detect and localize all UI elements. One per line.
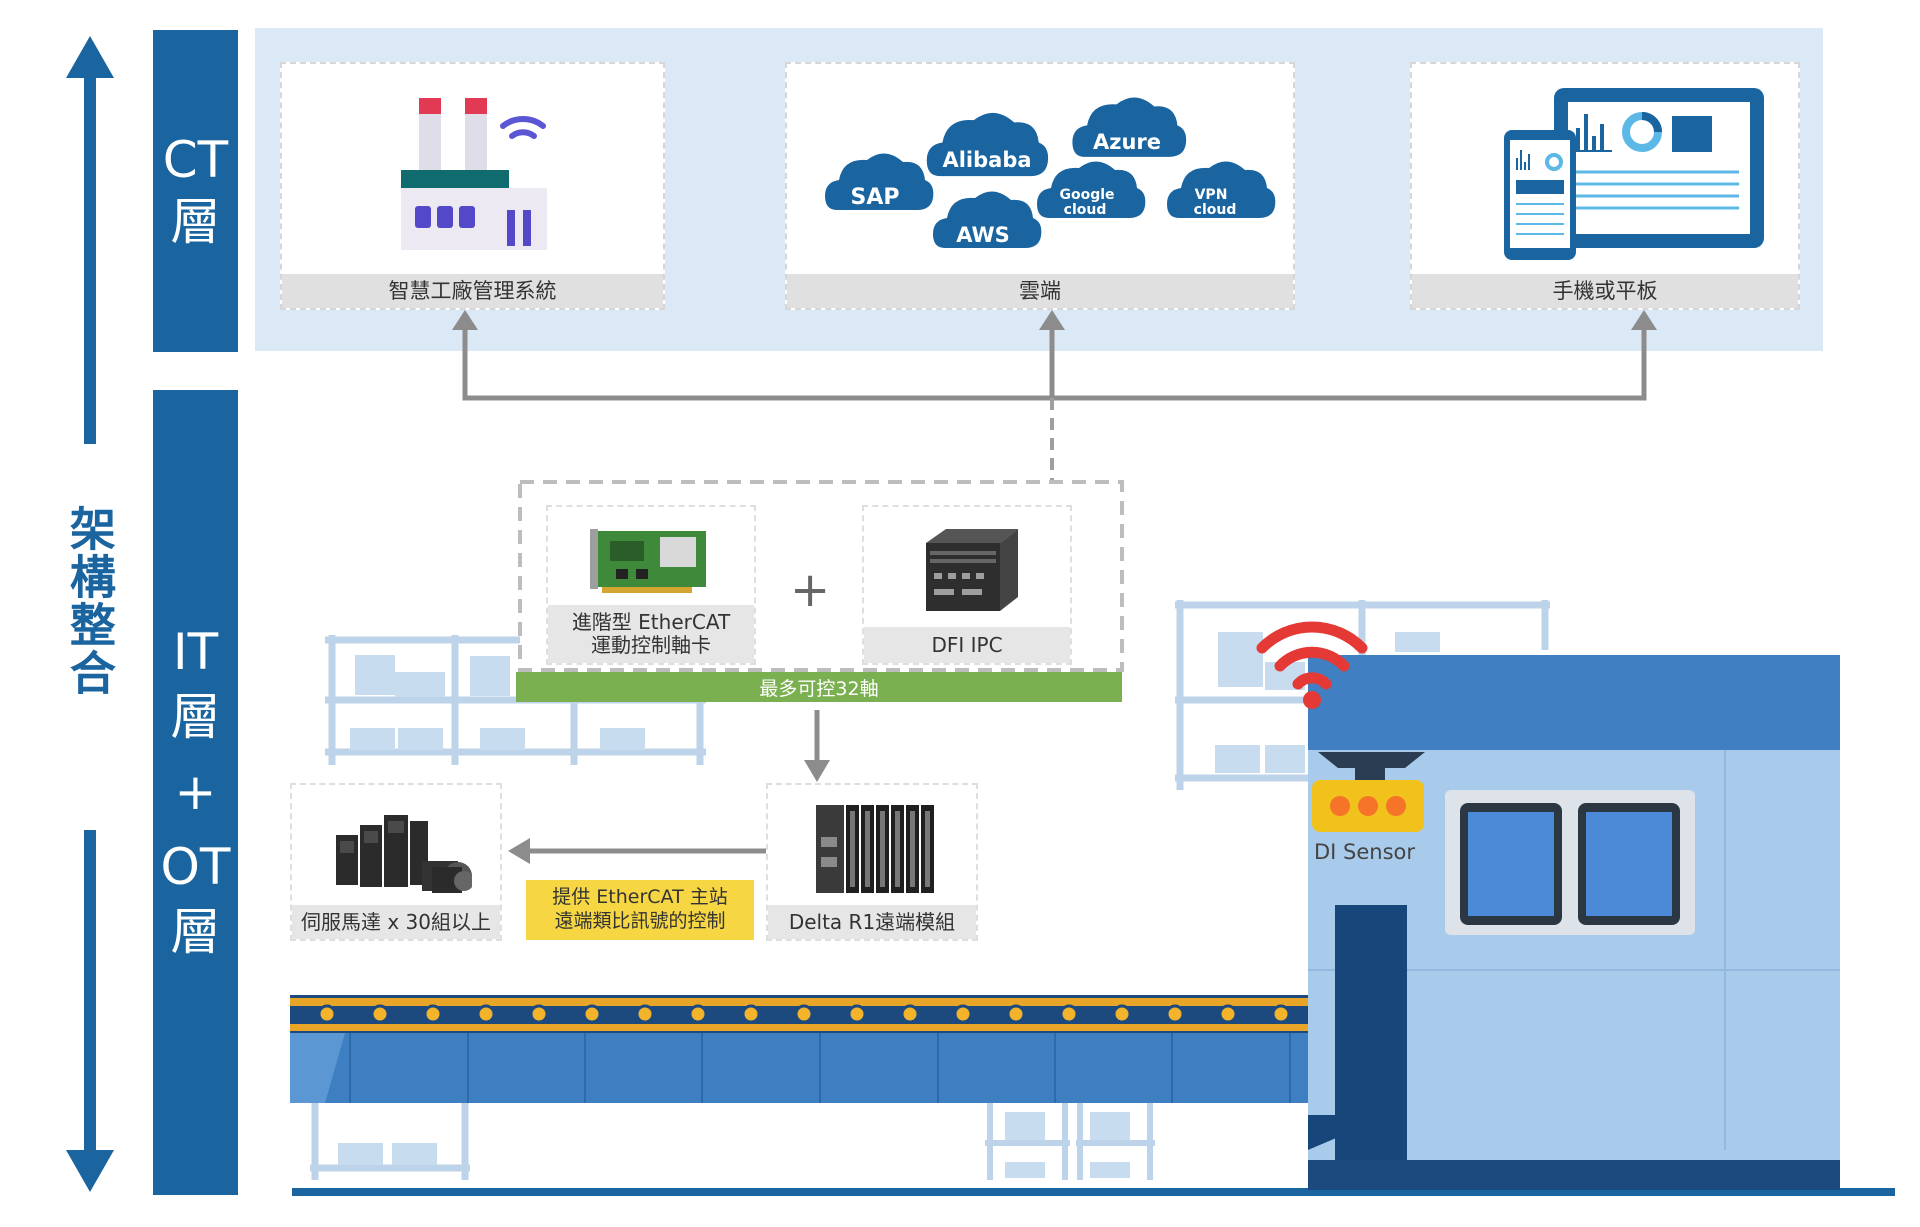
mobile-card: 手機或平板 xyxy=(1410,62,1800,310)
note-line1: 提供 EtherCAT 主站 xyxy=(552,886,728,909)
ipc-box-icon xyxy=(926,529,1018,611)
ct-layer-label-bottom: 層 xyxy=(170,193,221,251)
it-label: IT xyxy=(172,623,219,681)
tablet-phone-icon xyxy=(1504,88,1764,260)
remote-module-icon xyxy=(816,805,934,893)
factory-system-card: 智慧工廠管理系統 xyxy=(280,62,665,310)
remote-module-caption: Delta R1遠端模組 xyxy=(768,905,976,939)
machine xyxy=(1308,655,1840,1190)
ot-label: OT xyxy=(160,838,231,896)
ot-layer-char: 層 xyxy=(170,903,221,961)
plus-sign: + xyxy=(174,763,217,821)
ct-layer-bar: CT 層 xyxy=(153,30,238,352)
azure-label: Azure xyxy=(1093,130,1161,154)
servo-drives-icon xyxy=(336,815,472,893)
vpn-label-2: cloud xyxy=(1194,202,1237,218)
servo-caption: 伺服馬達 x 30組以上 xyxy=(292,905,500,939)
axis-arrow xyxy=(66,36,114,1192)
cloud-card: SAP Alibaba AWS Azure Google cloud VPN c… xyxy=(785,62,1295,310)
axes-banner: 最多可控32軸 xyxy=(516,672,1122,702)
wifi-signal-icon xyxy=(1256,621,1368,690)
cloud-providers-icon: SAP Alibaba AWS Azure Google cloud VPN c… xyxy=(825,97,1276,248)
alibaba-label: Alibaba xyxy=(942,148,1031,172)
di-sensor-label: DI Sensor xyxy=(1314,840,1416,864)
vpn-label-1: VPN xyxy=(1195,187,1228,203)
it-layer-char: 層 xyxy=(170,688,221,746)
controller-group-frame xyxy=(518,480,1124,672)
cloud-caption: 雲端 xyxy=(787,274,1293,308)
factory-icon xyxy=(401,98,547,250)
ethercat-card-line1: 進階型 EtherCAT xyxy=(571,610,731,634)
ipc-caption: DFI IPC xyxy=(864,627,1070,663)
google-label-1: Google xyxy=(1059,187,1114,203)
plus-icon: + xyxy=(790,562,831,618)
ethercat-master-note: 提供 EtherCAT 主站 遠端類比訊號的控制 xyxy=(526,880,754,940)
conveyor xyxy=(290,995,1405,1103)
ethercat-card-line2: 運動控制軸卡 xyxy=(591,633,711,657)
ipc-card: DFI IPC xyxy=(862,505,1072,665)
remote-module-card: Delta R1遠端模組 xyxy=(766,783,978,941)
sap-label: SAP xyxy=(851,185,900,210)
pci-card-icon xyxy=(590,529,706,593)
it-ot-layer-bar: IT 層 + OT 層 xyxy=(153,390,238,1195)
google-label-2: cloud xyxy=(1064,202,1107,218)
factory-system-caption: 智慧工廠管理系統 xyxy=(282,274,663,308)
mobile-caption: 手機或平板 xyxy=(1412,274,1798,308)
aws-label: AWS xyxy=(956,223,1010,247)
axis-label: 架構整合 xyxy=(62,505,117,697)
ct-layer-label-top: CT xyxy=(162,130,229,189)
ethercat-card: 進階型 EtherCAT 運動控制軸卡 xyxy=(546,505,756,665)
servo-card: 伺服馬達 x 30組以上 xyxy=(290,783,502,941)
note-line2: 遠端類比訊號的控制 xyxy=(554,910,726,932)
connector-lines xyxy=(462,330,1647,401)
left-boxes xyxy=(350,655,645,750)
